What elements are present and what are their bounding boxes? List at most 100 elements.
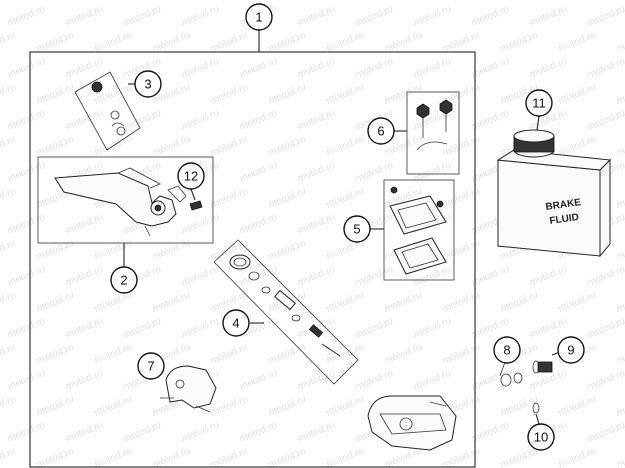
watermark-text: motod.ru [383,290,424,315]
watermark-text: motod.ru [296,108,337,133]
watermark-text: motod.ru [325,134,366,159]
svg-text:1: 1 [255,10,262,25]
watermark-text: motod.ru [209,446,250,468]
watermark-text: motod.ru [35,30,76,55]
watermark-text: motod.ru [412,56,453,81]
watermark-text: motod.ru [267,342,308,367]
watermark-text: motod.ru [557,290,598,315]
svg-text:7: 7 [147,359,154,374]
part-11-brake-fluid-bottle: BRAKE FLUID [496,115,612,258]
watermark-text: motod.ru [557,30,598,55]
watermark-text: motod.ru [151,0,192,3]
watermark-text: motod.ru [441,342,482,367]
callout-3: 3 [134,70,162,98]
watermark-text: motod.ru [238,368,279,393]
watermark-text: motod.ru [93,290,134,315]
watermark-text: motod.ru [267,238,308,263]
watermark-text: motod.ru [0,134,18,159]
watermark-text: motod.ru [354,368,395,393]
svg-text:12: 12 [184,169,198,184]
watermark-text: motod.ru [586,4,625,29]
watermark-text: motod.ru [122,4,163,29]
watermark-text: motod.ru [6,108,47,133]
watermark-text: motod.ru [238,108,279,133]
watermark-text: motod.ru [93,394,134,419]
watermark-text: motod.ru [6,316,47,341]
watermark-text: motod.ru [325,290,366,315]
watermark-text: motod.ru [412,160,453,185]
watermark-text: motod.ru [151,134,192,159]
watermark-text: motod.ru [93,238,134,263]
watermark-text: motod.ru [35,394,76,419]
watermark-text: motod.ru [615,290,625,315]
watermark-text: motod.ru [354,56,395,81]
watermark-text: motod.ru [180,212,221,237]
watermark-text: motod.ru [151,30,192,55]
watermark-text: motod.ru [0,30,18,55]
callout-5: 5 [343,215,371,243]
watermark-text: motod.ru [209,186,250,211]
watermark-text: motod.ru [209,30,250,55]
watermark-text: motod.ru [615,342,625,367]
svg-text:5: 5 [353,222,360,237]
watermark-text: motod.ru [296,212,337,237]
watermark-text: motod.ru [64,368,105,393]
watermark-text: motod.ru [615,30,625,55]
watermark-text: motod.ru [0,82,18,107]
watermark-text: motod.ru [528,4,569,29]
watermark-text: motod.ru [122,316,163,341]
watermark-text: motod.ru [325,342,366,367]
watermark-text: motod.ru [151,446,192,468]
watermark-text: motod.ru [93,134,134,159]
watermark-text: motod.ru [6,56,47,81]
watermark-text: motod.ru [615,0,625,3]
watermark-text: motod.ru [470,4,511,29]
part-2-brake-lever [37,156,214,268]
watermark-text: motod.ru [383,342,424,367]
watermark-text: motod.ru [209,0,250,3]
watermark-text: motod.ru [470,264,511,289]
watermark-text: motod.ru [296,4,337,29]
watermark-text: motod.ru [615,82,625,107]
watermark-text: motod.ru [557,394,598,419]
callout-1: 1 [245,3,273,31]
watermark-text: motod.ru [615,186,625,211]
svg-text:3: 3 [144,77,151,92]
watermark-text: motod.ru [64,212,105,237]
watermark-text: motod.ru [441,446,482,468]
watermark-text: motod.ru [64,4,105,29]
callout-12: 12 [177,162,205,190]
watermark-text: motod.ru [325,394,366,419]
bottle-label-line2: FLUID [549,212,580,227]
callout-2: 2 [110,266,138,294]
watermark-text: motod.ru [557,0,598,3]
watermark-text: motod.ru [6,420,47,445]
watermark-text: motod.ru [35,82,76,107]
svg-text:6: 6 [377,124,384,139]
watermark-text: motod.ru [354,264,395,289]
watermark-text: motod.ru [64,108,105,133]
watermark-text: motod.ru [499,0,540,3]
watermark-text: motod.ru [499,394,540,419]
watermark-text: motod.ru [325,82,366,107]
watermark-text: motod.ru [528,316,569,341]
watermark-text: motod.ru [586,368,625,393]
watermark-text: motod.ru [267,134,308,159]
watermark-text: motod.ru [296,420,337,445]
watermark-text: motod.ru [499,290,540,315]
watermark-text: motod.ru [64,316,105,341]
watermark-text: motod.ru [557,446,598,468]
watermark-text: motod.ru [441,186,482,211]
watermark-text: motod.ru [441,0,482,3]
watermark-text: motod.ru [441,30,482,55]
part-10-seal [532,402,540,425]
watermark-text: motod.ru [412,4,453,29]
watermark-text: motod.ru [35,238,76,263]
watermark-text: motod.ru [586,264,625,289]
part-12-pin [189,188,203,211]
part-8-seals [499,361,523,387]
watermark-text: motod.ru [470,368,511,393]
watermark-text: motod.ru [354,316,395,341]
bottle-label-line1: BRAKE [545,197,582,213]
